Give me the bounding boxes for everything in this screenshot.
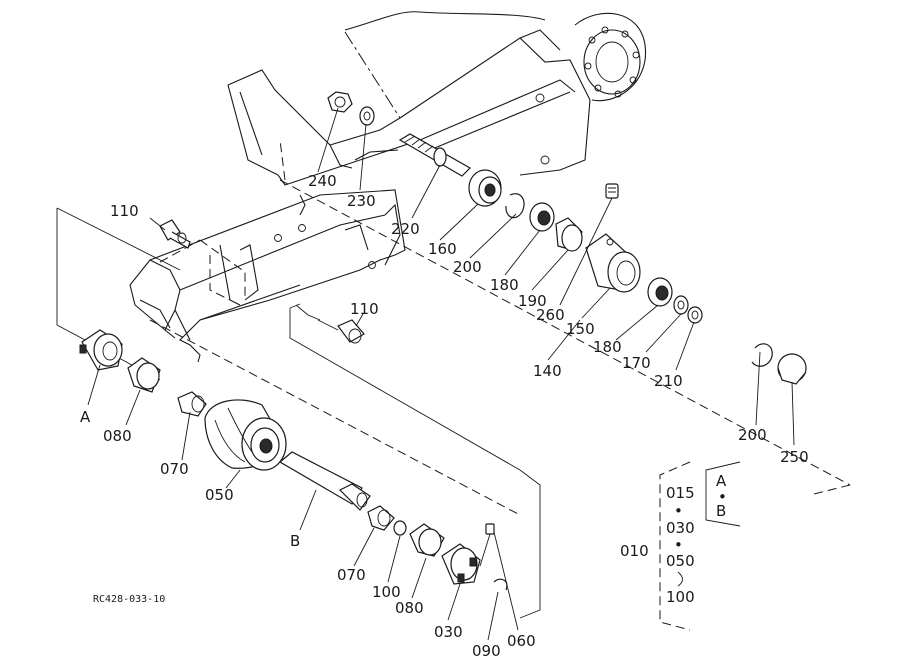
callout-060: 060 bbox=[507, 632, 536, 650]
part-030-collar-left bbox=[79, 329, 123, 371]
callout-labels: 240 230 220 160 200 180 190 260 150 180 … bbox=[80, 172, 809, 660]
legend-050: 050 bbox=[666, 552, 695, 570]
callout-170: 170 bbox=[622, 354, 651, 372]
callout-190: 190 bbox=[518, 292, 547, 310]
callout-070-left: 070 bbox=[160, 460, 189, 478]
callout-110-lower: 110 bbox=[350, 300, 379, 318]
legend-dot-2: • bbox=[674, 536, 683, 554]
callout-210: 210 bbox=[654, 372, 683, 390]
callout-140: 140 bbox=[533, 362, 562, 380]
legend-dot-1: • bbox=[674, 502, 683, 520]
legend-100: 100 bbox=[666, 588, 695, 606]
callout-200b: 200 bbox=[738, 426, 767, 444]
part-220-shaft bbox=[398, 133, 471, 177]
part-230-washer bbox=[359, 106, 375, 126]
callout-180: 180 bbox=[490, 276, 519, 294]
callout-250: 250 bbox=[780, 448, 809, 466]
part-160-bearing bbox=[468, 169, 502, 207]
legend-015: 015 bbox=[666, 484, 695, 502]
part-190-collar bbox=[555, 217, 583, 252]
callout-200: 200 bbox=[453, 258, 482, 276]
callout-080-right: 080 bbox=[395, 599, 424, 617]
legend-dot-3: • bbox=[718, 488, 727, 506]
callout-030: 030 bbox=[434, 623, 463, 641]
part-070-bushing-left bbox=[177, 391, 207, 417]
callout-100: 100 bbox=[372, 583, 401, 601]
callout-110-upper: 110 bbox=[110, 202, 139, 220]
part-180-bearing bbox=[529, 202, 555, 232]
part-200-circlip bbox=[505, 193, 525, 219]
callout-150: 150 bbox=[566, 320, 595, 338]
callout-080-left: 080 bbox=[103, 427, 132, 445]
part-240-nut bbox=[327, 91, 353, 113]
assembly-legend: 010 015 • 030 • 050 100 A • B bbox=[620, 461, 741, 631]
track-frame bbox=[129, 11, 647, 363]
legend-B: B bbox=[716, 502, 726, 520]
marker-B: B bbox=[290, 532, 300, 550]
part-110-bolt-upper bbox=[159, 219, 191, 249]
callout-260: 260 bbox=[536, 306, 565, 324]
callout-090: 090 bbox=[472, 642, 501, 660]
part-180b-bearing bbox=[647, 277, 673, 307]
marker-A: A bbox=[80, 408, 91, 426]
callout-070-right: 070 bbox=[337, 566, 366, 584]
part-090-pin bbox=[493, 578, 508, 591]
part-260-plug bbox=[605, 183, 619, 199]
leader-lines bbox=[87, 107, 795, 641]
part-080-seal-right bbox=[409, 523, 445, 557]
callout-160: 160 bbox=[428, 240, 457, 258]
assembly-center-lines bbox=[56, 139, 851, 619]
part-050-roller bbox=[204, 399, 287, 471]
callout-220: 220 bbox=[391, 220, 420, 238]
part-150-housing bbox=[585, 233, 641, 293]
callout-050: 050 bbox=[205, 486, 234, 504]
legend-030: 030 bbox=[666, 519, 695, 537]
callout-180b: 180 bbox=[593, 338, 622, 356]
legend-010: 010 bbox=[620, 542, 649, 560]
part-200b-circlip bbox=[751, 343, 773, 367]
part-110-bolt-lower bbox=[295, 304, 365, 344]
part-070-bushing-right bbox=[367, 505, 395, 531]
part-100-oring bbox=[393, 520, 407, 536]
callout-230: 230 bbox=[347, 192, 376, 210]
part-250-cap bbox=[777, 353, 807, 385]
part-080-seal-left bbox=[127, 357, 161, 393]
callout-240: 240 bbox=[308, 172, 337, 190]
part-100-shaft bbox=[278, 451, 371, 511]
legend-A: A bbox=[716, 472, 727, 490]
part-030-collar-right bbox=[441, 543, 481, 585]
part-170-seal bbox=[673, 295, 689, 315]
part-060-plug bbox=[479, 523, 495, 567]
part-210-ring bbox=[687, 306, 703, 324]
legend-bracket bbox=[677, 571, 683, 587]
drawing-code: RC428-033-10 bbox=[93, 594, 165, 605]
